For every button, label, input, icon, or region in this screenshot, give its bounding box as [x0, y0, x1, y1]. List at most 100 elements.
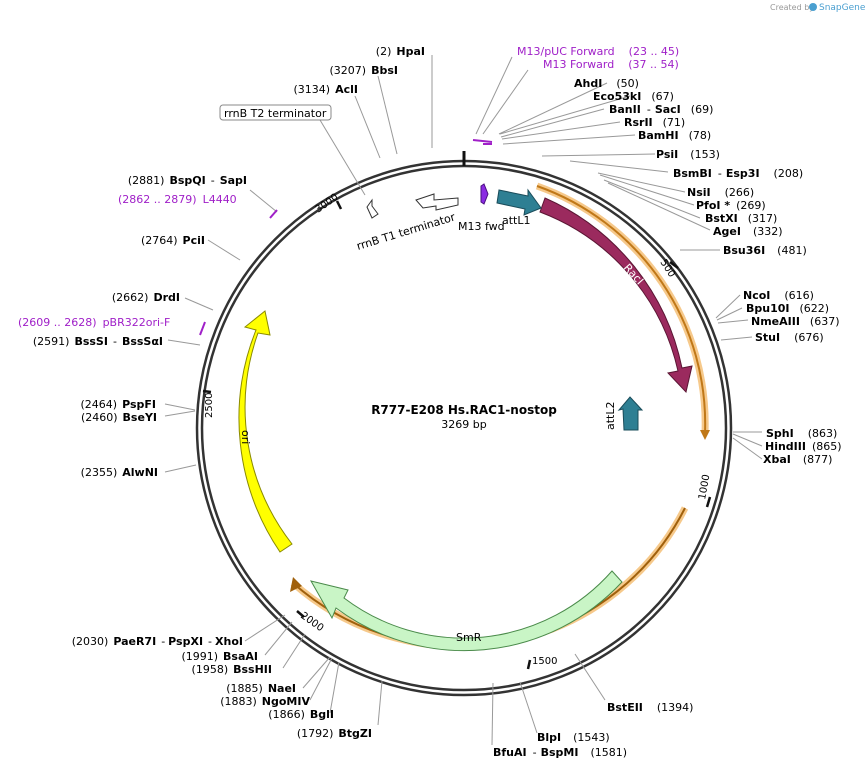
site-pos-banii: (69) [691, 103, 714, 116]
svg-text:(2355)AlwNI: (2355)AlwNI [81, 466, 158, 479]
site-name-pcii: PciI [183, 234, 205, 247]
credit-prefix: Created by [770, 3, 814, 12]
site-pos-ahdi: (50) [616, 77, 639, 90]
feature-label-smr: SmR [456, 631, 482, 644]
snapgene-logo-icon [809, 3, 817, 11]
svg-text:NmeAIII(637): NmeAIII (637) [751, 315, 840, 328]
site-pos-paer7i: (2030) [72, 635, 109, 648]
site-name-bsssi: BssSI [74, 335, 108, 348]
svg-text:AgeI(332): AgeI (332) [713, 225, 783, 238]
primer-pbr322ori-f: (2609 .. 2628)pBR322ori-F [18, 316, 170, 329]
site-name-nsii: NsiI [687, 186, 711, 199]
svg-text:(3207)BbsI: (3207) BbsI [330, 64, 398, 77]
feature-smr[interactable] [309, 570, 623, 652]
site-name-bspmi: BspMI [541, 746, 579, 759]
site-pos-naei: (1885) [226, 682, 263, 695]
svg-text:(2591)BssSI-BssSαI: (2591)BssSI-BssSαI [33, 335, 163, 348]
site-name-btgzi: BtgZI [338, 727, 372, 740]
svg-text:(1885)NaeI: (1885) NaeI [226, 682, 296, 695]
site-pos-bstxi: (317) [748, 212, 778, 225]
tick-label-2500: 2500 [204, 393, 215, 418]
site-name-bfuai: BfuAI [493, 746, 527, 759]
svg-text:NsiI(266): NsiI (266) [687, 186, 754, 199]
site-pos-stui: (676) [794, 331, 824, 344]
site-name-agei: AgeI [713, 225, 741, 238]
site-pos-bbsi: (3207) [330, 64, 367, 77]
svg-text:PfoI *(269): PfoI *(269) [696, 199, 766, 212]
primer-m13-forward: M13 Forward(37 .. 54) [543, 58, 679, 71]
feature-label-attl1: attL1 [502, 214, 531, 227]
site-pos-eco53ki: (67) [651, 90, 674, 103]
tick-marks [202, 200, 712, 670]
svg-text:(1883)NgoMIV: (1883)NgoMIV [220, 695, 310, 708]
site-pos-blpi: (1543) [573, 731, 610, 744]
site-pos-bsmbi: (208) [774, 167, 804, 180]
site-name-acli: AclI [335, 83, 358, 96]
site-pos-pspfi: (2464) [81, 398, 118, 411]
site-name-bsteii: BstEII [607, 701, 643, 714]
svg-text:StuI(676): StuI (676) [755, 331, 824, 344]
site-pos-drdi: (2662) [112, 291, 149, 304]
svg-text:Eco53kI(67): Eco53kI(67) [593, 90, 674, 103]
site-name-bsaai: BsaAI [223, 650, 258, 663]
site-pos-bsshii: (1958) [192, 663, 229, 676]
svg-text:HindIII(865): HindIII(865) [765, 440, 842, 453]
feature-label-rrnb-t1-terminator: rrnB T1 terminator [355, 210, 457, 252]
tick-label-1500: 1500 [532, 656, 557, 667]
site-pos-rsrii: (71) [663, 116, 686, 129]
site-pos-acli: (3134) [294, 83, 331, 96]
primer-m13-puc-forward: M13/pUC Forward(23 .. 45) [517, 45, 679, 58]
feature-label-ori: ori [239, 430, 252, 444]
site-pos-pcii: (2764) [141, 234, 178, 247]
site-name-bamhi: BamHI [638, 129, 679, 142]
site-pos-sphi: (863) [808, 427, 838, 440]
site-pos-nmeaiii: (637) [810, 315, 840, 328]
site-name-xhoi: XhoI [215, 635, 243, 648]
site-name-ngomiv: NgoMIV [262, 695, 311, 708]
feature-attl2[interactable] [617, 396, 644, 431]
label-rrnb-t2-terminator: rrnB T2 terminator [219, 104, 332, 121]
svg-text:BlpI(1543): BlpI (1543) [537, 731, 610, 744]
site-name-bpu10i: Bpu10I [746, 302, 790, 315]
site-name-pfoi: PfoI * [696, 199, 730, 212]
credit-brand: SnapGene [819, 3, 866, 13]
site-name-stui: StuI [755, 331, 780, 344]
site-name-naei: NaeI [268, 682, 296, 695]
site-name-bbsi: BbsI [371, 64, 398, 77]
plasmid-length: 3269 bp [441, 418, 486, 431]
tick-label-3000: 3000 [313, 192, 340, 216]
site-name-bsshii: BssHII [233, 663, 272, 676]
feature-m13-fwd[interactable] [480, 183, 489, 205]
feature-rrnb-t1-terminator[interactable] [366, 193, 459, 219]
site-pos-psii: (153) [690, 148, 720, 161]
orf-arrowhead-icon [290, 577, 302, 592]
backbone [195, 151, 733, 697]
svg-text:XbaI(877): XbaI (877) [763, 453, 832, 466]
svg-text:BamHI(78): BamHI(78) [638, 129, 711, 142]
feature-label-attl2: attL2 [604, 402, 617, 431]
site-name-xbai: XbaI [763, 453, 791, 466]
site-pos-nsii: (266) [725, 186, 755, 199]
orf-arrowhead-icon [700, 430, 710, 440]
site-name-alwni: AlwNI [122, 466, 158, 479]
site-name-drdi: DrdI [153, 291, 180, 304]
site-name-blpi: BlpI [537, 731, 561, 744]
svg-text:BfuAI-BspMI(1581): BfuAI-BspMI(1581) [493, 746, 627, 759]
site-pos-bfuai: (1581) [590, 746, 627, 759]
svg-text:(1792)BtgZI: (1792)BtgZI [297, 727, 372, 740]
left-site-labels: (2)HpaI (3207)BbsI (3134)AclI (2881)BspQ… [33, 45, 425, 740]
svg-text:(3134)AclI: (3134) AclI [294, 83, 358, 96]
site-name-psii: PsiI [656, 148, 678, 161]
site-name-nmeaiii: NmeAIII [751, 315, 800, 328]
site-name-ncoi: NcoI [743, 289, 770, 302]
site-name-banii: BanII [609, 103, 641, 116]
feature-ori[interactable] [238, 310, 293, 553]
svg-text:(2030)PaeR7I-PspXI-XhoI: (2030)PaeR7I-PspXI-XhoI [72, 635, 243, 648]
site-pos-agei: (332) [753, 225, 783, 238]
site-pos-hindiii: (865) [812, 440, 842, 453]
site-pos-xbai: (877) [803, 453, 833, 466]
site-pos-bgli: (1866) [268, 708, 305, 721]
tick-label-1000: 1000 [697, 474, 712, 501]
svg-text:(2464)PspFI: (2464)PspFI [81, 398, 156, 411]
feature-attl1[interactable] [496, 188, 542, 216]
